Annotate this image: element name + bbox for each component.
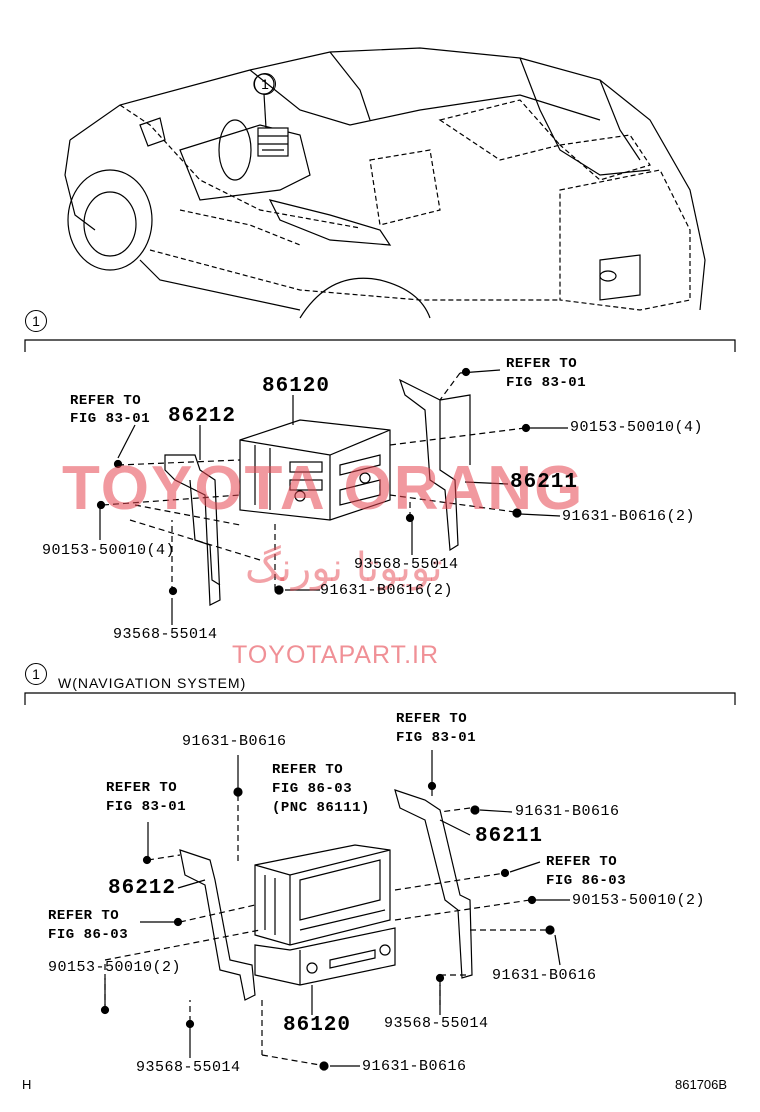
footer-left-code: H bbox=[22, 1077, 32, 1092]
section2-header: W(NAVIGATION SYSTEM) bbox=[58, 675, 247, 691]
refer-to-left-fig-link[interactable]: FIG 83-01 bbox=[70, 411, 151, 427]
part-number-90153-left[interactable]: 90153-50010(2) bbox=[48, 959, 182, 976]
refer-to-top-line1: REFER TO bbox=[396, 711, 468, 727]
refer-to-right-fig-link[interactable]: FIG 83-01 bbox=[506, 375, 587, 391]
part-number-91631-bottom[interactable]: 91631-B0616 bbox=[362, 1058, 467, 1075]
refer-to-center-pnc: (PNC 86111) bbox=[272, 800, 370, 816]
part-number-93568-right[interactable]: 93568-55014 bbox=[384, 1015, 489, 1032]
part-label-86212[interactable]: 86212 bbox=[168, 405, 237, 428]
section2-parts bbox=[100, 750, 570, 1071]
refer-to-top-fig-link[interactable]: FIG 83-01 bbox=[396, 730, 477, 746]
refer-to-left-fig-link[interactable]: FIG 83-01 bbox=[106, 799, 187, 815]
section1-parts bbox=[96, 367, 568, 625]
refer-to-center-line1: REFER TO bbox=[272, 762, 344, 778]
refer-to-left2-line1: REFER TO bbox=[48, 908, 120, 924]
watermark-text-persian: تویوتا نورنگ bbox=[245, 545, 443, 591]
part-number-91631-bottom[interactable]: 91631-B0616(2) bbox=[320, 582, 454, 599]
part-number-91631-right[interactable]: 91631-B0616 bbox=[515, 803, 620, 820]
section-bracket-1 bbox=[24, 339, 736, 352]
refer-to-right-fig-link[interactable]: FIG 86-03 bbox=[546, 873, 627, 889]
part-number-90153-right[interactable]: 90153-50010(4) bbox=[570, 419, 704, 436]
section-bracket-2 bbox=[24, 692, 736, 705]
part-number-93568-left[interactable]: 93568-55014 bbox=[136, 1059, 241, 1076]
part-label-86120[interactable]: 86120 bbox=[283, 1014, 352, 1037]
callout-circle-vehicle[interactable]: 1 bbox=[254, 73, 276, 95]
refer-to-right-line1: REFER TO bbox=[506, 356, 578, 372]
vehicle-illustration bbox=[64, 47, 706, 319]
part-number-90153-right[interactable]: 90153-50010(2) bbox=[572, 892, 706, 909]
refer-to-left2-fig-link[interactable]: FIG 86-03 bbox=[48, 927, 129, 943]
part-number-90153-left[interactable]: 90153-50010(4) bbox=[42, 542, 176, 559]
refer-to-center-fig-link[interactable]: FIG 86-03 bbox=[272, 781, 353, 797]
part-number-91631-right2[interactable]: 91631-B0616 bbox=[492, 967, 597, 984]
part-number-91631-right[interactable]: 91631-B0616(2) bbox=[562, 508, 696, 525]
refer-to-right-line1: REFER TO bbox=[546, 854, 618, 870]
part-label-86211[interactable]: 86211 bbox=[510, 471, 579, 494]
part-number-93568-mid[interactable]: 93568-55014 bbox=[354, 556, 459, 573]
refer-to-left-line1: REFER TO bbox=[106, 780, 178, 796]
callout-circle-section2[interactable]: 1 bbox=[25, 663, 47, 685]
figure-id: 861706B bbox=[675, 1077, 728, 1092]
refer-to-left-line1: REFER TO bbox=[70, 393, 142, 409]
part-number-93568-bottom[interactable]: 93568-55014 bbox=[113, 626, 218, 643]
part-label-86212[interactable]: 86212 bbox=[108, 877, 177, 900]
part-label-86211[interactable]: 86211 bbox=[475, 825, 544, 848]
watermark-text-latin: TOYOTA ORANG bbox=[62, 454, 585, 523]
part-number-91631-top[interactable]: 91631-B0616 bbox=[182, 733, 287, 750]
part-label-86120[interactable]: 86120 bbox=[262, 375, 331, 398]
watermark-site: TOYOTAPART.IR bbox=[232, 641, 440, 669]
callout-circle-section1[interactable]: 1 bbox=[25, 310, 47, 332]
